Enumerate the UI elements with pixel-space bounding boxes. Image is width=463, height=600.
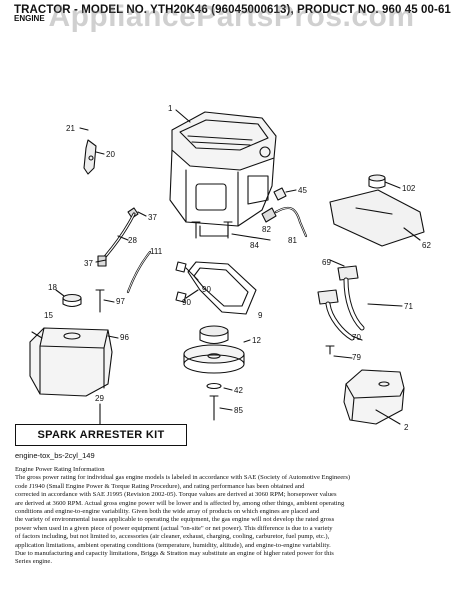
callout-28: 28 [128,236,137,245]
rating-info-line: of factors including, but not limited to… [15,533,330,541]
hose-111-part [126,250,152,294]
spark-arrester-kit-label: SPARK ARRESTER KIT [37,429,165,441]
callout-9: 9 [258,311,263,320]
page-header: TRACTOR - MODEL NO. YTH20K46 (9604500061… [14,4,454,23]
breather-hose-part [95,207,147,267]
callout-97: 97 [116,297,125,306]
rating-info-line: corrected in accordance with SAE J1995 (… [15,491,337,499]
page-title: TRACTOR - MODEL NO. YTH20K46 (9604500061… [14,4,451,16]
rating-info-line: conditions and engine-to-engine variabil… [15,508,320,516]
rating-info-line: Due to manufacturing and capacity limita… [15,550,334,558]
callout-15: 15 [44,311,53,320]
callout-102: 102 [402,184,416,193]
callout-18: 18 [48,283,57,292]
rating-info-line: The gross power rating for individual ga… [15,474,351,482]
callout-37-lower: 37 [84,259,93,268]
rating-info-heading: Engine Power Rating Information [15,466,105,473]
heat-shield-part [329,189,425,247]
rating-info-line: application limitations, ambient operati… [15,541,331,549]
callout-29: 29 [95,394,104,403]
callout-82: 82 [262,225,271,234]
spark-arrester-kit-box: SPARK ARRESTER KIT [15,424,187,446]
page-subtitle: ENGINE [14,14,45,23]
callout-85: 85 [234,406,243,415]
callout-69: 69 [322,258,331,267]
watermark-text: AppliancePartsPros.com [48,0,415,33]
cap-102-part [368,174,401,189]
rating-info-line: Series engine. [15,558,52,566]
rating-info: Engine Power Rating Information The gros… [15,466,455,567]
washer-bolt-part [206,382,233,421]
callout-20: 20 [106,150,115,159]
pulley-part [183,325,251,374]
callout-96: 96 [120,333,129,342]
callout-21: 21 [66,124,75,133]
callout-81: 81 [288,236,297,245]
callout-42: 42 [234,386,243,395]
callout-84: 84 [250,241,259,250]
rating-info-line: power when used in a given piece of powe… [15,524,333,532]
belt-guide-part [175,261,257,315]
callout-37-upper: 37 [148,213,157,222]
callout-2: 2 [404,423,409,432]
fuel-cap-part [55,289,82,308]
callout-111: 111 [150,247,163,256]
bolt-97-part [95,289,115,313]
callout-79: 79 [352,353,361,362]
callout-62: 62 [422,241,431,250]
callout-90-lower: 90 [182,298,191,307]
figure-code: engine-tox_bs-2cyl_149 [15,451,95,460]
rating-info-line: are derived at 3600 RPM. Actual gross en… [15,499,345,507]
rating-info-line: code J1940 (Small Engine Power & Torque … [15,482,305,490]
fuel-fitting-part [273,187,297,201]
callout-90-upper: 90 [202,285,211,294]
fuel-line-part [261,206,308,238]
muffler-part [343,369,405,425]
callout-45: 45 [298,186,307,195]
bolts-84-part [191,221,271,241]
callout-12: 12 [252,336,261,345]
fuel-tank-part [29,327,119,397]
callout-1: 1 [168,104,173,113]
callout-71: 71 [404,302,413,311]
callout-70: 70 [352,333,361,342]
exhaust-pipe-part [317,259,403,359]
engine-part [169,111,277,237]
rating-info-line: the variety of environmental issues appl… [15,516,335,524]
throttle-bracket-part [79,127,105,175]
